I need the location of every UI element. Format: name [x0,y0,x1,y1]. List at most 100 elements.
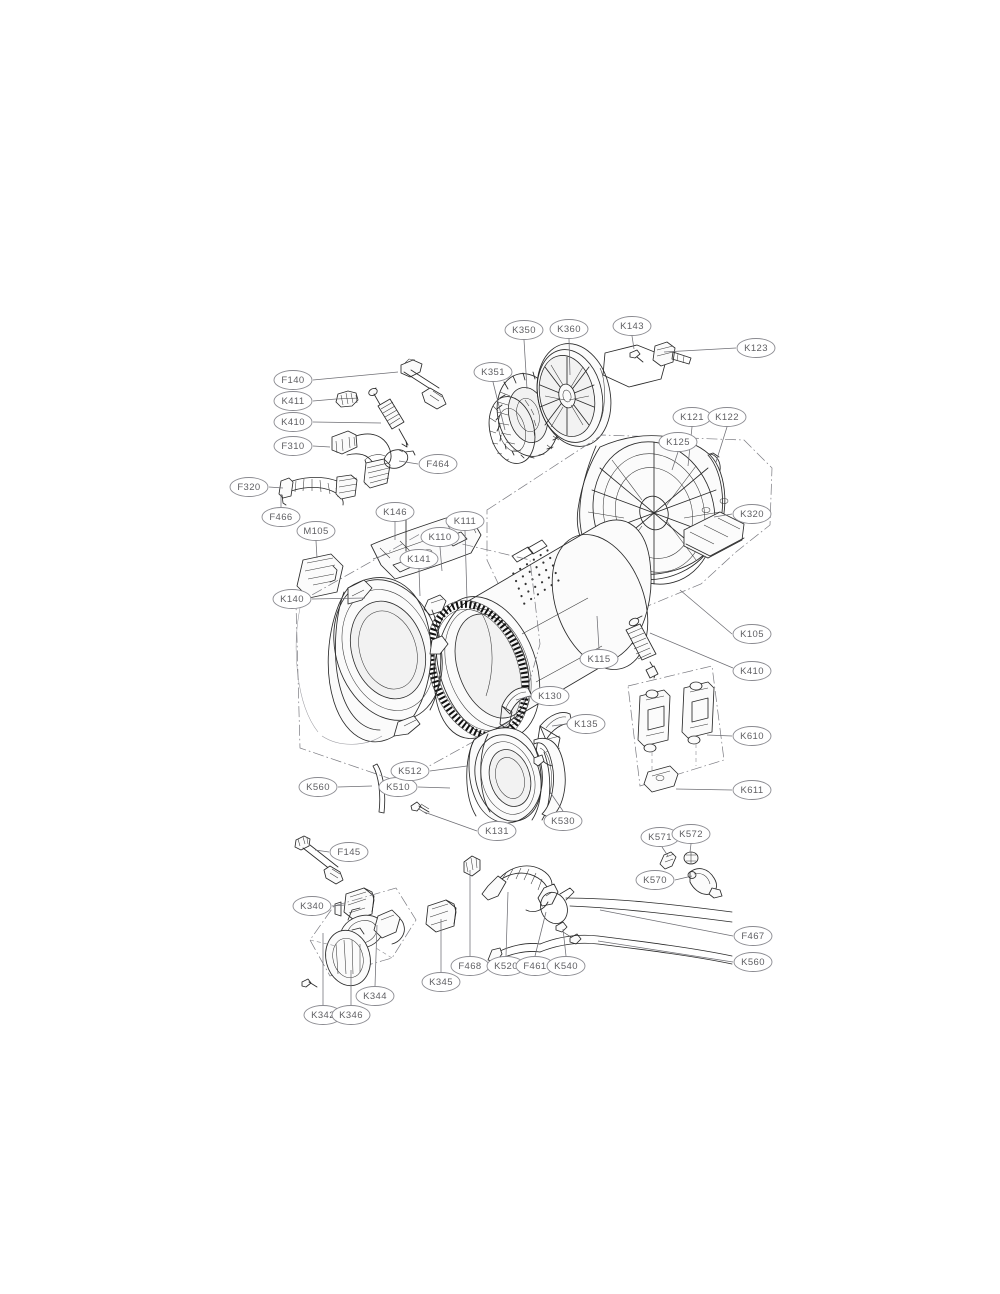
callout-balloon[interactable] [732,504,772,524]
callout-balloon[interactable] [445,511,485,531]
callout-balloon[interactable] [292,896,332,916]
callout-label: F145 [337,847,360,858]
callout-f461[interactable]: F461 [515,911,555,976]
callout-k146[interactable]: K146 [375,502,415,541]
callout-k344[interactable]: K344 [355,924,395,1006]
callout-k560[interactable]: K560 [597,940,773,972]
leader-line [398,460,419,465]
callout-balloon[interactable] [612,316,652,336]
callout-k110[interactable]: K110 [420,527,460,572]
callout-k345[interactable]: K345 [421,919,461,992]
callout-balloon[interactable] [390,761,430,781]
callout-balloon[interactable] [296,521,336,541]
callout-balloon[interactable] [732,726,772,746]
callout-m105[interactable]: M105 [296,521,336,559]
callout-balloon[interactable] [261,507,301,527]
callout-f464[interactable]: F464 [398,454,458,474]
callout-k135[interactable]: K135 [551,714,606,734]
leader-line [674,875,693,881]
callout-balloon[interactable] [273,370,313,390]
callout-k140[interactable]: K140 [272,589,366,609]
callout-balloon[interactable] [399,549,439,569]
callout-k342[interactable]: K342 [303,933,343,1025]
callout-label: K570 [643,875,667,886]
callout-balloon[interactable] [658,432,698,452]
callout-k351[interactable]: K351 [473,362,513,431]
callout-balloon[interactable] [566,714,606,734]
callout-k115[interactable]: K115 [579,615,619,669]
callout-balloon[interactable] [549,319,589,339]
callout-k530[interactable]: K530 [543,791,583,831]
callout-balloon[interactable] [579,649,619,669]
callout-k121[interactable]: K121 [672,407,712,467]
leader-line [314,849,330,853]
callout-k410[interactable]: K410 [649,632,772,681]
callout-balloon[interactable] [732,624,772,644]
callout-balloon[interactable] [355,986,395,1006]
callout-balloon[interactable] [736,338,776,358]
callout-balloon[interactable] [421,972,461,992]
callout-k320[interactable]: K320 [713,504,772,524]
callout-k572[interactable]: K572 [671,824,711,853]
callout-balloon[interactable] [473,362,513,382]
callout-k520[interactable]: K520 [486,891,526,976]
part-front-tub [295,577,449,745]
callout-balloon[interactable] [733,952,773,972]
callout-balloon[interactable] [671,824,711,844]
callout-f320[interactable]: F320 [229,477,284,497]
callout-f140[interactable]: F140 [273,370,399,390]
callout-k131[interactable]: K131 [423,811,517,841]
callout-balloon[interactable] [477,821,517,841]
callout-balloon[interactable] [504,320,544,340]
callout-k122[interactable]: K122 [707,407,747,463]
callout-k350[interactable]: K350 [504,320,544,390]
callout-k123[interactable]: K123 [663,338,776,358]
callout-balloon[interactable] [273,412,313,432]
callout-balloon[interactable] [273,436,313,456]
callout-balloon[interactable] [273,391,313,411]
callout-balloon[interactable] [707,407,747,427]
callout-balloon[interactable] [418,454,458,474]
callout-f310[interactable]: F310 [273,436,331,456]
callout-f145[interactable]: F145 [314,842,369,862]
callout-k143[interactable]: K143 [612,316,652,350]
callout-k411[interactable]: K411 [273,391,337,411]
callout-k340[interactable]: K340 [292,896,346,916]
callout-k130[interactable]: K130 [515,686,570,706]
callout-k360[interactable]: K360 [549,319,589,376]
callout-balloon[interactable] [732,661,772,681]
callout-balloon[interactable] [229,477,269,497]
callout-k570[interactable]: K570 [635,870,693,890]
callout-k571[interactable]: K571 [640,827,680,857]
drum-perforations [512,549,560,605]
callout-balloon[interactable] [329,842,369,862]
leader-line [568,338,571,376]
callout-k610[interactable]: K610 [706,726,772,746]
callout-k512[interactable]: K512 [390,761,468,781]
callout-balloon[interactable] [732,780,772,800]
part-f468-clamp [463,855,481,877]
leader-line [713,513,733,518]
callout-k105[interactable]: K105 [679,589,772,644]
callout-balloon[interactable] [331,1005,371,1025]
callout-balloon[interactable] [546,956,586,976]
callout-k540[interactable]: K540 [546,928,586,976]
callout-f468[interactable]: F468 [450,870,490,976]
callout-k141[interactable]: K141 [399,549,439,597]
callout-balloon[interactable] [530,686,570,706]
callout-balloon[interactable] [635,870,675,890]
callout-balloon[interactable] [543,811,583,831]
callout-balloon[interactable] [272,589,312,609]
callout-balloon[interactable] [420,527,460,547]
callout-balloon[interactable] [375,502,415,522]
callout-f467[interactable]: F467 [599,909,773,946]
callout-k560[interactable]: K560 [298,777,373,797]
callout-k111[interactable]: K111 [445,511,485,601]
callout-k125[interactable]: K125 [658,432,698,471]
callout-k346[interactable]: K346 [331,970,371,1025]
callout-f466[interactable]: F466 [261,494,301,527]
callout-balloon[interactable] [733,926,773,946]
callout-k611[interactable]: K611 [675,780,772,800]
callout-balloon[interactable] [298,777,338,797]
callout-k410[interactable]: K410 [273,412,382,432]
